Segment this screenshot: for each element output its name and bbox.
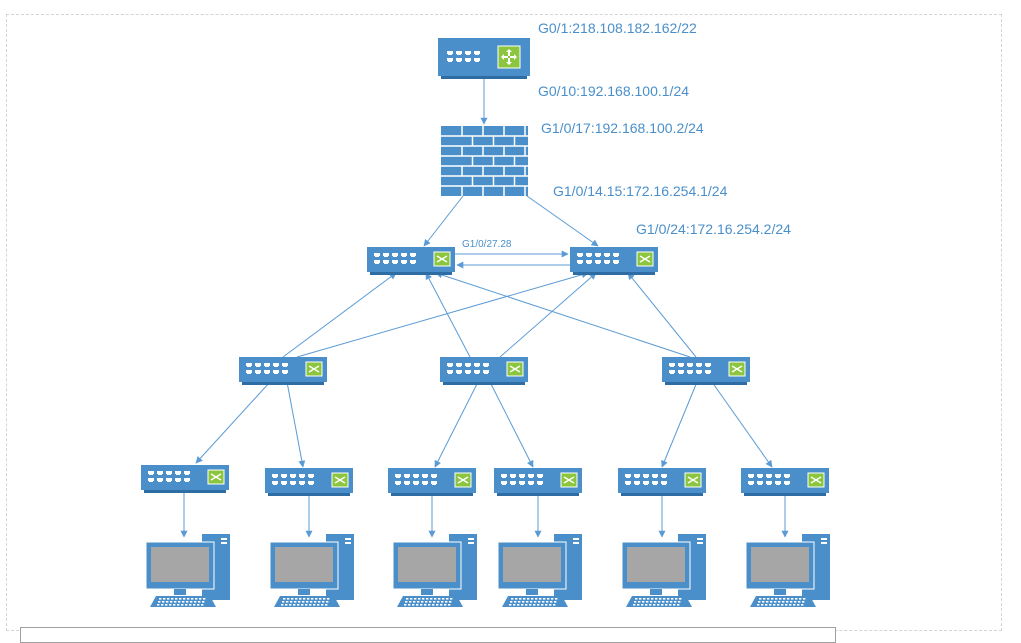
link-dist-3-to-core-a bbox=[435, 271, 691, 358]
router-router-icon bbox=[438, 38, 530, 79]
core-a-switch-icon bbox=[367, 247, 455, 275]
acc-4-switch-icon bbox=[494, 468, 582, 496]
links-layer bbox=[180, 76, 789, 538]
link-dist-2-to-core-b bbox=[499, 272, 597, 358]
dist-2-switch-icon bbox=[440, 357, 528, 385]
pc-3-computer-icon bbox=[392, 534, 477, 607]
link-dist-2-to-acc-4 bbox=[489, 381, 534, 468]
label-core-b-up: G1/0/24:172.16.254.2/24 bbox=[636, 221, 791, 237]
pc-6-computer-icon bbox=[745, 534, 830, 607]
firewall-firewall-icon bbox=[441, 126, 528, 196]
pc-5-computer-icon bbox=[621, 534, 706, 607]
dist-1-switch-icon bbox=[239, 357, 327, 385]
pc-1-computer-icon bbox=[145, 534, 230, 607]
label-router-wan: G0/1:218.108.182.162/22 bbox=[538, 20, 697, 36]
dist-3-switch-icon bbox=[662, 357, 750, 385]
acc-6-switch-icon bbox=[741, 468, 829, 496]
link-dist-2-to-acc-3 bbox=[434, 381, 479, 468]
acc-2-switch-icon bbox=[265, 468, 353, 496]
link-dist-1-to-acc-2 bbox=[286, 381, 306, 468]
acc-5-switch-icon bbox=[618, 468, 706, 496]
link-dist-2-to-core-a bbox=[425, 272, 471, 358]
label-core-link: G1/0/27.28 bbox=[462, 239, 512, 250]
label-router-lan: G0/10:192.168.100.1/24 bbox=[538, 83, 689, 99]
pc-4-computer-icon bbox=[497, 534, 582, 607]
link-firewall-to-core-b bbox=[526, 195, 599, 247]
core-b-switch-icon bbox=[570, 247, 658, 275]
acc-1-switch-icon bbox=[141, 465, 229, 493]
pc-2-computer-icon bbox=[269, 534, 354, 607]
acc-3-switch-icon bbox=[388, 468, 476, 496]
link-dist-3-to-acc-6 bbox=[711, 381, 773, 468]
link-dist-3-to-core-b bbox=[627, 272, 697, 358]
link-dist-1-to-core-b bbox=[296, 271, 589, 358]
link-dist-3-to-acc-5 bbox=[661, 381, 698, 468]
link-dist-1-to-core-a bbox=[282, 272, 397, 358]
label-firewall-up: G1/0/17:192.168.100.2/24 bbox=[541, 120, 704, 136]
link-firewall-to-core-a bbox=[423, 195, 464, 247]
nodes-layer bbox=[141, 38, 830, 607]
label-firewall-down: G1/0/14.15:172.16.254.1/24 bbox=[553, 183, 728, 199]
link-dist-1-to-acc-1 bbox=[195, 381, 271, 464]
